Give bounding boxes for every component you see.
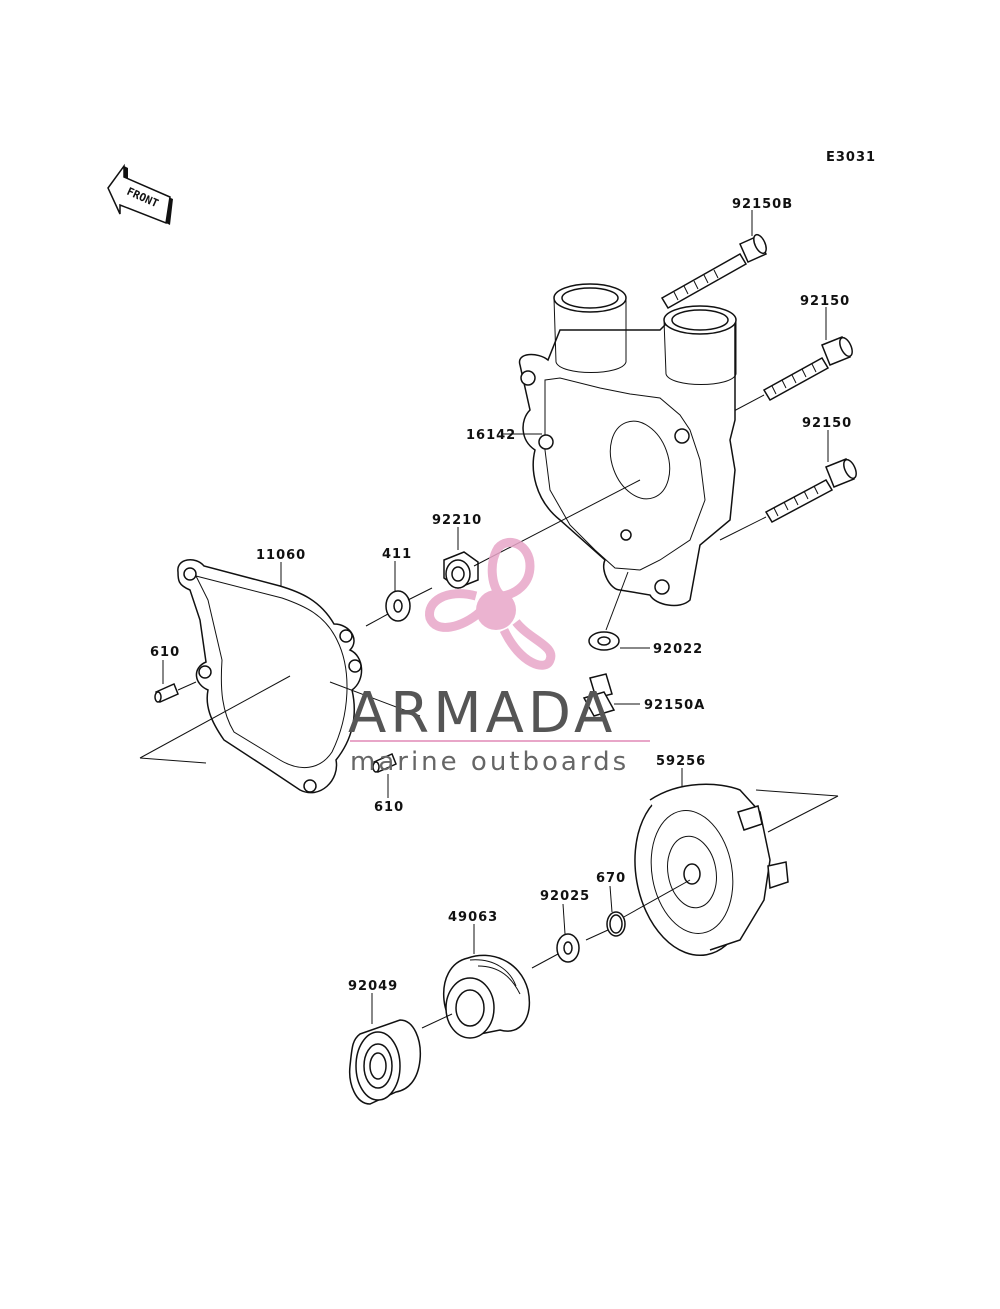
bearing-92049 bbox=[348, 993, 422, 1105]
label-610-bottom: 610 bbox=[374, 800, 404, 815]
watermark-tagline: marine outboards bbox=[350, 747, 629, 777]
label-670: 670 bbox=[596, 871, 626, 886]
washer-92022 bbox=[588, 571, 650, 651]
bolt-92150-lower bbox=[719, 430, 857, 541]
label-92025: 92025 bbox=[540, 889, 590, 904]
bolt-92150-upper bbox=[731, 307, 853, 413]
front-arrow-icon: FRONT bbox=[107, 163, 173, 225]
watermark-brand: ARMADA bbox=[348, 681, 616, 746]
dowel-pin-610-left bbox=[154, 660, 197, 704]
bolt-92150B bbox=[660, 210, 767, 310]
washer-92025 bbox=[531, 903, 580, 969]
label-92210: 92210 bbox=[432, 513, 482, 528]
diagram-code: E3031 bbox=[826, 150, 876, 165]
pump-cover-16142 bbox=[502, 283, 737, 607]
washer-411 bbox=[365, 561, 433, 627]
label-92150-lower: 92150 bbox=[802, 416, 852, 431]
label-92049: 92049 bbox=[348, 979, 398, 994]
label-92150B: 92150B bbox=[732, 197, 793, 212]
impeller-59256 bbox=[621, 768, 839, 957]
label-11060: 11060 bbox=[256, 548, 306, 563]
plug-92150A bbox=[582, 673, 640, 717]
gasket-11060 bbox=[139, 559, 421, 794]
dowel-pin-610-bottom bbox=[372, 752, 397, 798]
label-59256: 59256 bbox=[656, 754, 706, 769]
label-610-left: 610 bbox=[150, 645, 180, 660]
label-411: 411 bbox=[382, 547, 412, 562]
nut-92210 bbox=[443, 479, 641, 589]
label-92150-upper: 92150 bbox=[800, 294, 850, 309]
armada-logo-icon bbox=[425, 538, 556, 670]
label-92022: 92022 bbox=[653, 642, 703, 657]
o-ring-670 bbox=[585, 885, 626, 941]
label-92150A: 92150A bbox=[644, 698, 705, 713]
label-49063: 49063 bbox=[448, 910, 498, 925]
seal-49063 bbox=[421, 924, 531, 1039]
label-16142: 16142 bbox=[466, 428, 516, 443]
